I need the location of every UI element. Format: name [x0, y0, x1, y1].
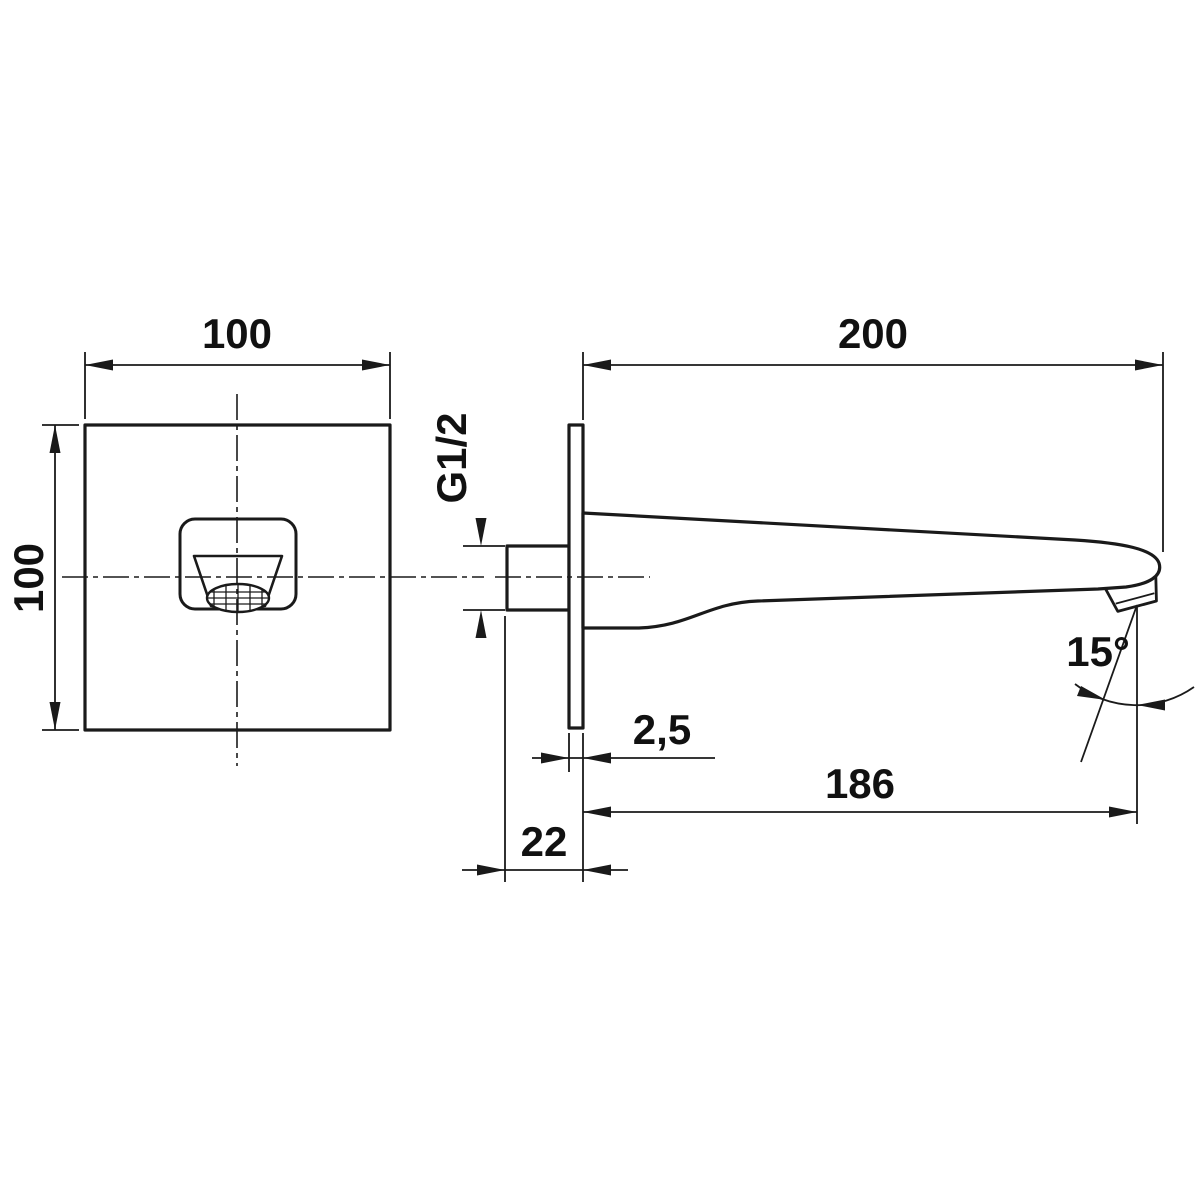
dim-label-front-height: 100	[5, 543, 52, 613]
arrow-arc-right-icon	[1137, 699, 1165, 711]
dim-label-front-width: 100	[202, 310, 272, 357]
thread-label: G1/2	[428, 412, 475, 503]
dimension-thread: G1/2	[428, 412, 505, 638]
dimension-wall-connection: 22	[462, 616, 628, 882]
arrow-left-icon	[583, 806, 611, 818]
dimension-reach: 186	[583, 760, 1137, 818]
arrow-down-icon	[475, 518, 487, 546]
dimension-side-length: 200	[582, 310, 1164, 552]
dimension-front-width: 100	[84, 310, 391, 419]
arrow-right-icon	[362, 359, 390, 371]
arrow-right-icon	[1135, 359, 1163, 371]
dim-label-plate-thickness: 2,5	[633, 706, 691, 753]
arrow-arc-left-icon	[1077, 686, 1106, 700]
arrow-right-icon	[541, 752, 569, 764]
dimension-outlet-angle: 15°	[1066, 604, 1195, 824]
arrow-left-icon	[85, 359, 113, 371]
spout-body	[581, 511, 1162, 630]
dim-label-side-length: 200	[838, 310, 908, 357]
dim-label-outlet-angle: 15°	[1066, 628, 1130, 675]
arrow-left-icon	[583, 752, 611, 764]
arrow-left-icon	[583, 864, 611, 876]
arrow-down-icon	[49, 702, 61, 730]
dim-label-reach: 186	[825, 760, 895, 807]
arrow-up-icon	[475, 610, 487, 638]
inlet-stub	[505, 544, 571, 612]
arrow-up-icon	[49, 425, 61, 453]
front-view: 100 100	[5, 310, 484, 766]
arrow-right-icon	[1109, 806, 1137, 818]
arrow-right-icon	[477, 864, 505, 876]
dimension-front-height: 100	[5, 424, 79, 731]
arrow-left-icon	[583, 359, 611, 371]
side-view: 200 G1/2 2,5 15°	[428, 310, 1195, 882]
dimension-plate-thickness: 2,5	[532, 706, 715, 772]
dim-label-wall-connection: 22	[521, 818, 568, 865]
